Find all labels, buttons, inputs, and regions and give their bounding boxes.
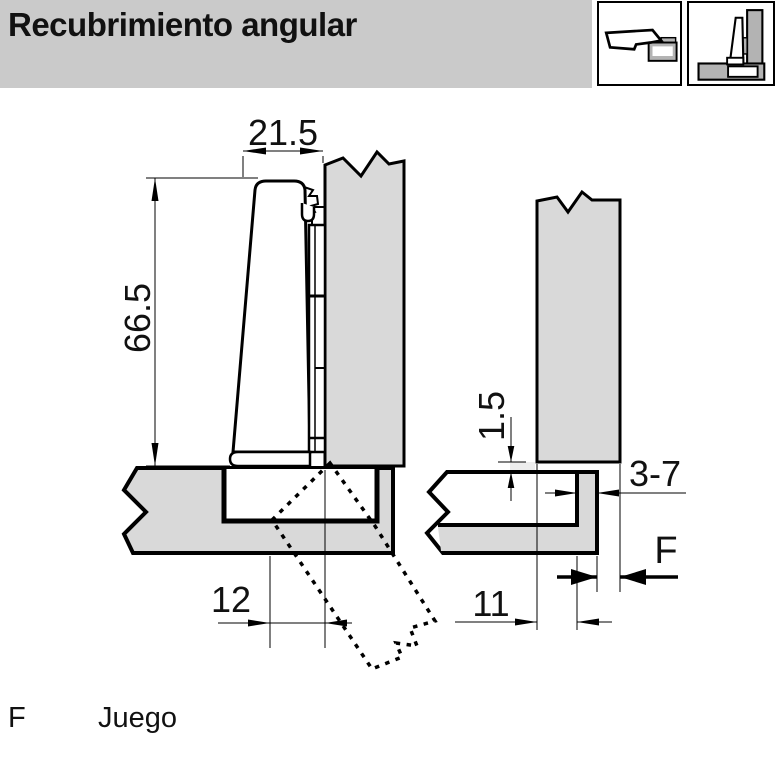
- dim-21-5-arrow-right: [300, 147, 323, 155]
- dim-1-5-label: 1.5: [471, 391, 512, 441]
- left-cup-recess-wall: [221, 468, 380, 524]
- dim-66-5-arrow-bottom: [151, 443, 159, 466]
- left-cup-recess-fill: [224, 469, 377, 522]
- dim-f-arrow-right: [620, 569, 646, 585]
- hinge-mounted-corner-view-icon: [697, 9, 766, 81]
- right-cabinet-side-panel: [535, 189, 622, 464]
- dim-66-5-label: 66.5: [117, 283, 158, 353]
- application-icon-box-1: [597, 1, 682, 86]
- dim-f-label: F: [654, 530, 677, 572]
- left-cabinet-side-panel: [323, 149, 406, 468]
- dim-11-label: 11: [472, 583, 509, 624]
- left-hinge-arm: [231, 179, 312, 454]
- dim-f-arrow-left: [571, 569, 597, 585]
- dim-21-5-arrow-left: [243, 147, 266, 155]
- dim-66-5-arrow-top: [151, 178, 159, 201]
- dim-11-arrow-left: [515, 618, 537, 626]
- left-drill-bit-outline: [269, 460, 438, 672]
- dim-1-5-arrow-down: [507, 446, 515, 462]
- dim-3-7-label: 3-7: [629, 453, 681, 494]
- right-door-inner-edge: [438, 472, 579, 527]
- icon1-hinge-arm: [604, 28, 664, 51]
- header-bar: Recubrimiento angular: [0, 0, 592, 88]
- hinge-open-side-view-icon: [604, 28, 678, 62]
- dim-12-arrow-left: [248, 619, 270, 627]
- icon2-cup-recess: [727, 65, 759, 78]
- right-door-edge-band: [438, 474, 595, 551]
- legend-symbol: F: [8, 702, 26, 734]
- application-icon-box-2: [687, 1, 775, 86]
- icon2-cup-flange: [726, 56, 745, 66]
- dim-12-label: 12: [211, 579, 251, 620]
- dim-11-arrow-right: [577, 618, 599, 626]
- dim-3-7-arrow-right: [597, 489, 619, 497]
- legend: F Juego: [0, 702, 776, 742]
- page-title: Recubrimiento angular: [8, 6, 357, 43]
- left-mounting-plate: [307, 223, 327, 454]
- left-cup-flange: [228, 450, 312, 468]
- dim-12-arrow-right: [325, 619, 347, 627]
- right-gap-strip: [510, 462, 535, 471]
- icon1-plate-slot: [652, 46, 673, 57]
- dim-1-5-arrow-up: [507, 472, 515, 488]
- legend-label: Juego: [98, 702, 178, 734]
- dim-3-7-arrow-left: [555, 489, 577, 497]
- left-arm-hook-detail: [300, 203, 316, 223]
- dim-21-5-label: 21.5: [248, 112, 318, 153]
